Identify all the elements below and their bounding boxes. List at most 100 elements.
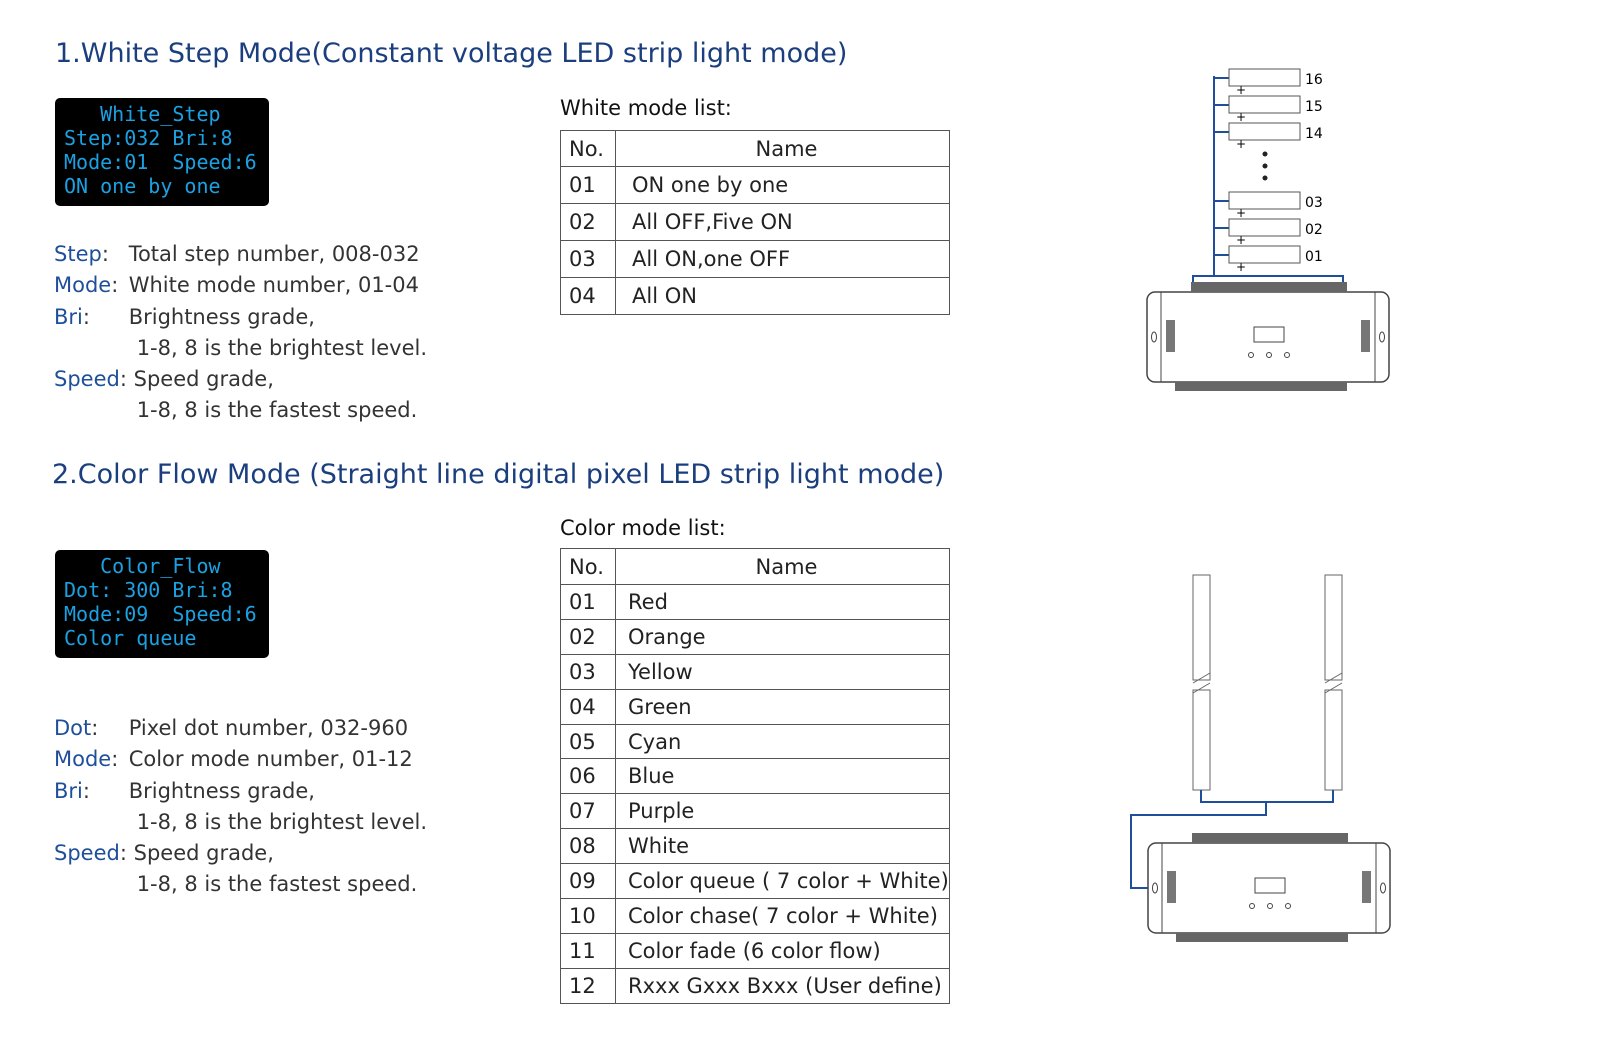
row-no: 04 [560,277,616,315]
row-no: 03 [560,240,616,278]
svg-text:+: + [1236,233,1246,247]
desc-key: Speed [54,841,120,866]
desc-text: White mode number, 01-04 [128,273,419,298]
header-name: Name [615,548,950,585]
desc-line: 1-8, 8 is the brightest level. [54,333,427,364]
desc-line: Speed: Speed grade, [54,364,427,395]
desc-sep: : [82,304,90,329]
svg-text:+: + [1236,110,1246,124]
desc-key: Speed [54,367,120,392]
row-no: 02 [560,203,616,241]
strip-number: 02 [1305,222,1323,238]
desc-text: Total step number, 008-032 [128,242,420,266]
desc-sep: : [101,242,109,266]
strip-number: 16 [1305,72,1323,88]
row-no: 01 [560,166,616,204]
desc-line: 1-8, 8 is the fastest speed. [54,395,427,426]
svg-text:+: + [1236,137,1246,151]
header-name: Name [615,130,950,167]
desc-key: Step [54,242,102,266]
row-no: 04 [560,688,616,725]
desc-key: Dot [54,716,92,740]
strip-number: 03 [1305,195,1323,211]
desc-text: Brightness grade, [128,778,315,803]
header-no: No. [560,548,616,585]
lcd-line: Step:032 Bri:8 [64,126,233,150]
desc-line: 1-8, 8 is the fastest speed. [54,869,427,900]
row-no: 06 [560,758,616,795]
led-strip [1228,245,1301,264]
desc-key: Bri [54,778,83,803]
desc-sep: : [119,367,127,392]
row-name: All ON,one OFF [615,240,950,278]
row-name: Purple [615,793,950,830]
desc-text: Speed grade, [133,841,274,866]
svg-text:+: + [1236,260,1246,274]
row-name: White [615,828,950,865]
controller-icon [1146,282,1390,391]
row-name: Rxxx Gxxx Bxxx (User define) [615,967,950,1004]
desc-text: 1-8, 8 is the brightest level. [136,335,428,360]
header-no: No. [560,130,616,167]
led-strip [1228,218,1301,237]
desc-line: 1-8, 8 is the brightest level. [54,807,427,838]
lcd-line: ON one by one [64,174,221,198]
desc-text: 1-8, 8 is the fastest speed. [136,398,418,423]
svg-text:+: + [1236,83,1246,97]
row-name: Green [615,688,950,725]
desc-text: Color mode number, 01-12 [128,747,413,772]
svg-text:+: + [1236,206,1246,220]
desc-text: 1-8, 8 is the brightest level. [136,809,428,834]
row-name: Blue [615,758,950,795]
desc-text: 1-8, 8 is the fastest speed. [136,872,418,897]
lcd-line: Mode:01 Speed:6 [64,150,257,174]
led-strip [1228,68,1301,87]
row-no: 05 [560,723,616,760]
desc-line: Step: Total step number, 008-032 [54,239,427,270]
row-name: Color chase( 7 color + White) [615,898,950,934]
row-name: All ON [615,277,950,315]
desc-line: Mode: White mode number, 01-04 [54,270,427,301]
desc-sep: : [111,747,119,772]
row-name: Color queue ( 7 color + White) [615,863,950,900]
row-name: Orange [615,618,950,655]
desc-line: Dot: Pixel dot number, 032-960 [54,713,427,744]
section2-title: 2.Color Flow Mode (Straight line digital… [52,459,945,490]
desc-text: Brightness grade, [128,304,315,329]
row-no: 10 [560,898,616,934]
desc-line: Speed: Speed grade, [54,838,427,869]
strip-number: 14 [1305,126,1323,142]
desc-key: Mode [54,273,112,298]
row-no: 07 [560,793,616,830]
row-name: Yellow [615,653,950,690]
lcd-line: Color_Flow [64,554,221,578]
pixel-strip [1324,574,1343,791]
row-no: 02 [560,618,616,655]
desc-text: Pixel dot number, 032-960 [128,716,409,740]
lcd-line: White_Step [64,102,221,126]
row-no: 09 [560,863,616,900]
row-name: Color fade (6 color flow) [615,932,950,969]
lcd-line: Mode:09 Speed:6 [64,602,257,626]
pixel-strip [1192,574,1211,791]
controller-icon [1147,833,1391,942]
led-strip [1228,122,1301,141]
desc-key: Mode [54,747,112,772]
white-mode-list-caption: White mode list: [560,96,732,120]
desc-text: Speed grade, [133,367,274,392]
row-name: ON one by one [615,166,950,204]
desc-line: Mode: Color mode number, 01-12 [54,744,427,775]
